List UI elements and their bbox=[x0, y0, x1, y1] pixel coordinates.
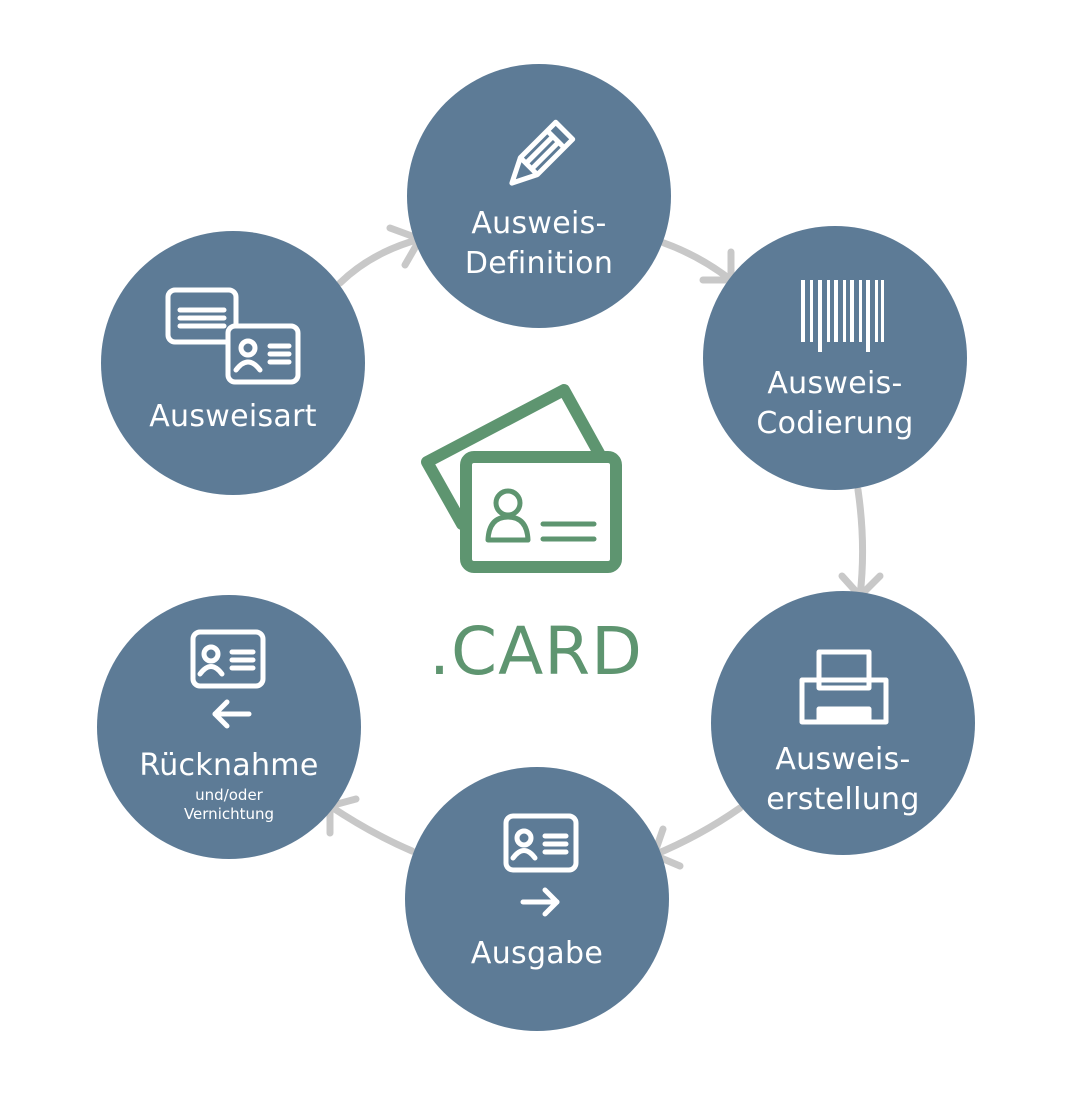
step-label-line2: Definition bbox=[464, 246, 614, 281]
id-cards-icon bbox=[421, 384, 622, 573]
step-label-line1: Ausweis- bbox=[775, 742, 911, 777]
step-label-line2: Codierung bbox=[756, 406, 914, 441]
step-label-line1: Ausweisart bbox=[149, 399, 317, 434]
step-label-ausweiserstellung: Ausweis- erstellung bbox=[743, 740, 943, 820]
id-card-types-icon bbox=[165, 287, 301, 385]
step-label-ausweisart: Ausweisart bbox=[133, 397, 333, 437]
arrow-ausgabe-to-ruecknahme bbox=[326, 795, 416, 855]
step-label-sub2: Vernichtung bbox=[183, 805, 275, 823]
step-label-ausweis-codierung: Ausweis- Codierung bbox=[728, 364, 942, 444]
step-label-line1: Ausgabe bbox=[470, 936, 604, 971]
printer-icon bbox=[799, 649, 889, 725]
arrow-codierung-to-erstellung bbox=[838, 486, 884, 600]
arrow-erstellung-to-ausgabe bbox=[650, 804, 744, 870]
arrow-definition-to-codierung bbox=[660, 239, 735, 284]
step-label-ruecknahme: Rücknahme und/oder Vernichtung bbox=[129, 746, 329, 824]
step-label-line1: Ausweis- bbox=[767, 366, 903, 401]
step-circle-ausweis-codierung bbox=[703, 226, 967, 490]
barcode-icon bbox=[801, 280, 884, 352]
step-label-line2: erstellung bbox=[766, 782, 920, 817]
id-card-return-icon bbox=[190, 629, 266, 729]
arrow-ausweisart-to-definition bbox=[336, 224, 424, 287]
step-label-ausweis-definition: Ausweis- Definition bbox=[439, 204, 639, 284]
step-circle-ausweis-definition bbox=[407, 64, 671, 328]
pencil-icon bbox=[509, 119, 576, 186]
step-label-sub1: und/oder bbox=[195, 786, 263, 804]
id-card-issue-icon bbox=[503, 813, 579, 917]
step-label-line1: Ausweis- bbox=[471, 206, 607, 241]
step-label-line1: Rücknahme bbox=[139, 748, 319, 783]
step-circle-ausgabe bbox=[405, 767, 669, 1031]
brand-title: .CARD bbox=[429, 613, 643, 690]
step-label-ausgabe: Ausgabe bbox=[437, 934, 637, 974]
